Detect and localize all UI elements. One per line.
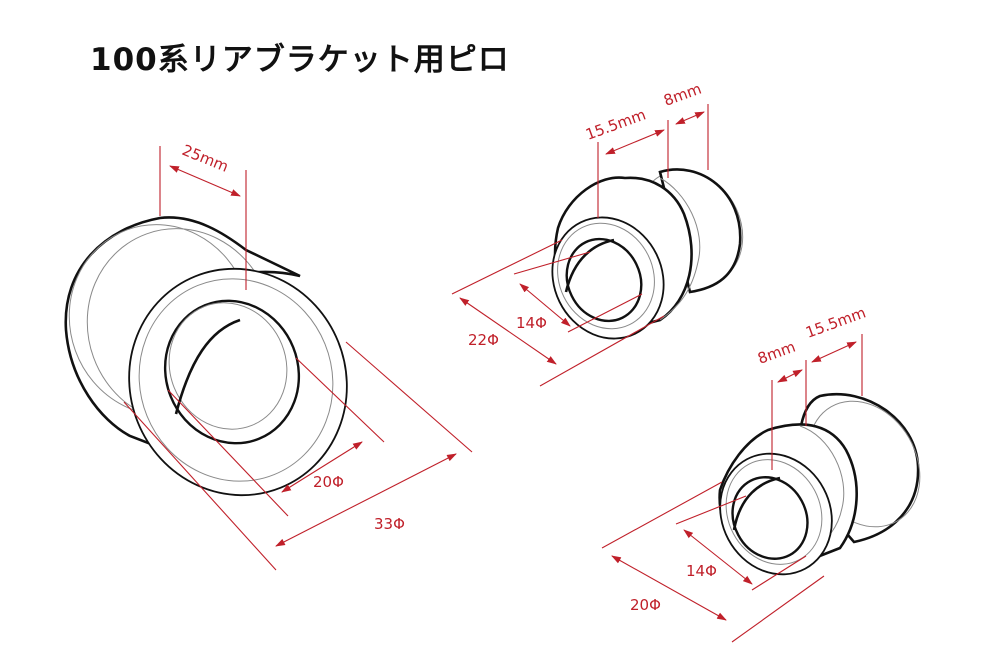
small-bushing-a-body (551, 168, 744, 340)
small-bushing-b-body (718, 393, 921, 576)
small-b-outer-diameter-dimension: 20Φ (601, 481, 825, 643)
small-b-step-length-label: 15.5mm (803, 303, 868, 341)
small-bushing-a: 15.5mm 8mm 14Φ 22Φ (451, 80, 744, 387)
large-length-label: 25mm (180, 141, 232, 176)
large-outer-diameter-label: 33Φ (374, 515, 405, 533)
large-bushing-body (64, 216, 348, 497)
small-a-inner-diameter-label: 14Φ (516, 314, 547, 332)
small-b-inner-diameter-label: 14Φ (686, 562, 717, 580)
large-bushing: 25mm 20Φ 33Φ (64, 141, 473, 571)
small-b-step-length-dimension: 15.5mm (803, 303, 868, 396)
small-bushing-b: 8mm 15.5mm 14Φ 20Φ (601, 303, 921, 643)
small-a-collar-length-label: 8mm (661, 80, 704, 110)
large-outer-diameter-dimension: 33Φ (123, 341, 473, 571)
small-b-outer-diameter-label: 20Φ (630, 596, 661, 614)
small-a-step-length-label: 15.5mm (583, 105, 648, 143)
small-a-outer-diameter-dimension: 22Φ (451, 239, 665, 387)
small-a-outer-diameter-label: 22Φ (468, 331, 499, 349)
small-b-collar-length-label: 8mm (755, 338, 798, 368)
page-title: 100系リアブラケット用ピロ (90, 42, 510, 78)
large-inner-diameter-label: 20Φ (313, 473, 344, 491)
